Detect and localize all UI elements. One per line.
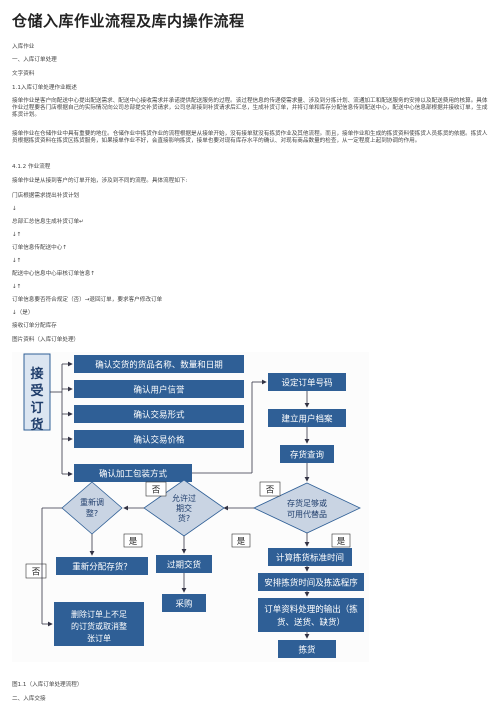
svg-text:的订货或取消整: 的订货或取消整	[71, 621, 127, 631]
set-order-no-box	[268, 373, 346, 391]
set-order-no-text: 设定订单号码	[281, 378, 332, 389]
confirm-price-text: 确认交易价格	[133, 435, 185, 446]
svg-text:张订单: 张订单	[87, 633, 111, 643]
pick-text: 拣货	[298, 645, 316, 656]
purchase-box	[162, 594, 206, 612]
section-2-heading: 二、入库交接	[12, 696, 46, 702]
svg-text:订: 订	[30, 400, 43, 416]
no-text-2: 否	[152, 486, 161, 496]
expired-box	[156, 555, 212, 573]
svg-text:货: 货	[30, 417, 43, 433]
page-title: 仓储入库作业流程及库内操作流程	[12, 12, 245, 30]
yes-text-1: 是	[129, 537, 138, 547]
svg-text:期交: 期交	[176, 503, 192, 513]
yes-label-2	[231, 533, 251, 548]
process-heading: 4.1.2 作业流程	[12, 164, 51, 170]
svg-text:订单资料处理的输出（拣: 订单资料处理的输出（拣	[264, 604, 358, 615]
step-4: 配送中心信息中心审核订单信息↑	[12, 271, 95, 277]
stock-enough-line2: 可用代替品	[287, 509, 327, 519]
realloc-box	[56, 557, 148, 575]
stock-query-box	[280, 445, 334, 463]
arrow-2: ↓↑	[12, 232, 22, 238]
figure-caption: 图1.1（入库订单处理流程）	[12, 682, 83, 688]
svg-text:删除订单上不足: 删除订单上不足	[71, 609, 127, 619]
arrange-box	[258, 573, 364, 591]
delete-order-box	[54, 602, 144, 646]
confirm-pack-box	[74, 464, 192, 482]
arrange-text: 安排拣货时间及拣选程序	[264, 578, 358, 589]
yes-text-3: 是	[337, 537, 346, 547]
svg-text:受: 受	[30, 383, 43, 399]
paragraph-2: 接单作业在仓储作业中具有重要的地位。仓储作业中拣货作业的流程根据是从接单开始，没…	[12, 131, 488, 144]
confirm-price-box	[74, 430, 244, 448]
confirm-form-box	[74, 405, 244, 423]
confirm-goods-box	[74, 355, 244, 373]
svg-text:允许过: 允许过	[172, 493, 196, 503]
confirm-form-text: 确认交易形式	[133, 410, 185, 421]
step-1: 门店根据需求提出补货计划	[12, 193, 80, 199]
confirm-goods-text: 确认交货的货品名称、数量和日期	[95, 360, 223, 371]
section-label: 入库作业	[12, 44, 35, 50]
paragraph-1: 接单作业是客户向配送中心提出配送需求、配送中心接收需求并承诺提供配送服务的过程。…	[12, 98, 488, 118]
calc-time-box	[268, 548, 352, 566]
no-label-3	[259, 481, 281, 497]
order-processing-flowchart: 接 受 订 货 确认交货的货品名称、数量和日期 确认用户信誉 确认交易形式 确认…	[12, 352, 369, 662]
stock-query-text: 存货查询	[290, 450, 324, 461]
svg-text:货?: 货?	[178, 513, 190, 523]
stock-enough-line1: 存货足够或	[287, 498, 327, 508]
arrow-1: ↓	[12, 206, 17, 212]
confirm-credit-box	[74, 380, 244, 398]
calc-time-text: 计算拣货标准时间	[276, 553, 344, 564]
no-label-2	[145, 481, 167, 497]
step-2: 总部汇总信息生成补货订单↵	[12, 219, 84, 225]
receive-order-box	[23, 353, 51, 431]
purchase-text: 采购	[175, 599, 192, 610]
create-file-box	[268, 409, 346, 427]
svg-text:整?: 整?	[86, 508, 98, 518]
readjust-diamond	[61, 481, 123, 535]
image-label: 图片资料（入库订单处理）	[12, 337, 80, 343]
pick-box	[278, 640, 336, 658]
confirm-pack-text: 确认加工包装方式	[99, 469, 168, 480]
section-heading: 一、入库订单处理	[12, 57, 57, 63]
step-6: 接收订单分配库存	[12, 323, 57, 329]
svg-text:货、送货、缺货）: 货、送货、缺货）	[277, 617, 345, 628]
process-intro: 接单作业是从接到客户的订单开始，涉及到不同的流程。具体流程如下:	[12, 178, 188, 184]
step-3: 订单信息传配送中心↑	[12, 245, 68, 251]
arrow-5: ↓（是）	[12, 310, 34, 316]
arrow-3: ↓↑	[12, 258, 22, 264]
yes-label-1	[123, 533, 143, 548]
realloc-text: 重新分配存货？	[72, 562, 132, 573]
subsection-heading: 1.1入库订单处理作业概述	[12, 85, 77, 91]
subsection-label: 文字资料	[12, 71, 35, 77]
no-text-3: 否	[266, 486, 275, 496]
svg-text:接: 接	[30, 366, 43, 382]
output-box	[258, 598, 364, 632]
yes-text-2: 是	[237, 537, 246, 547]
no-text-1: 否	[32, 568, 41, 578]
create-file-text: 建立用户档案	[281, 414, 333, 425]
arrow-4: ↓↑	[12, 284, 22, 290]
step-5: 订单信息要否符合规定（否）→退回订单，要求客户修改订单	[12, 297, 163, 303]
svg-text:重新调: 重新调	[80, 497, 104, 507]
no-label-1	[25, 563, 47, 579]
yes-label-3	[331, 533, 351, 548]
confirm-credit-text: 确认用户信誉	[133, 385, 185, 396]
expired-text: 过期交货	[167, 560, 202, 571]
